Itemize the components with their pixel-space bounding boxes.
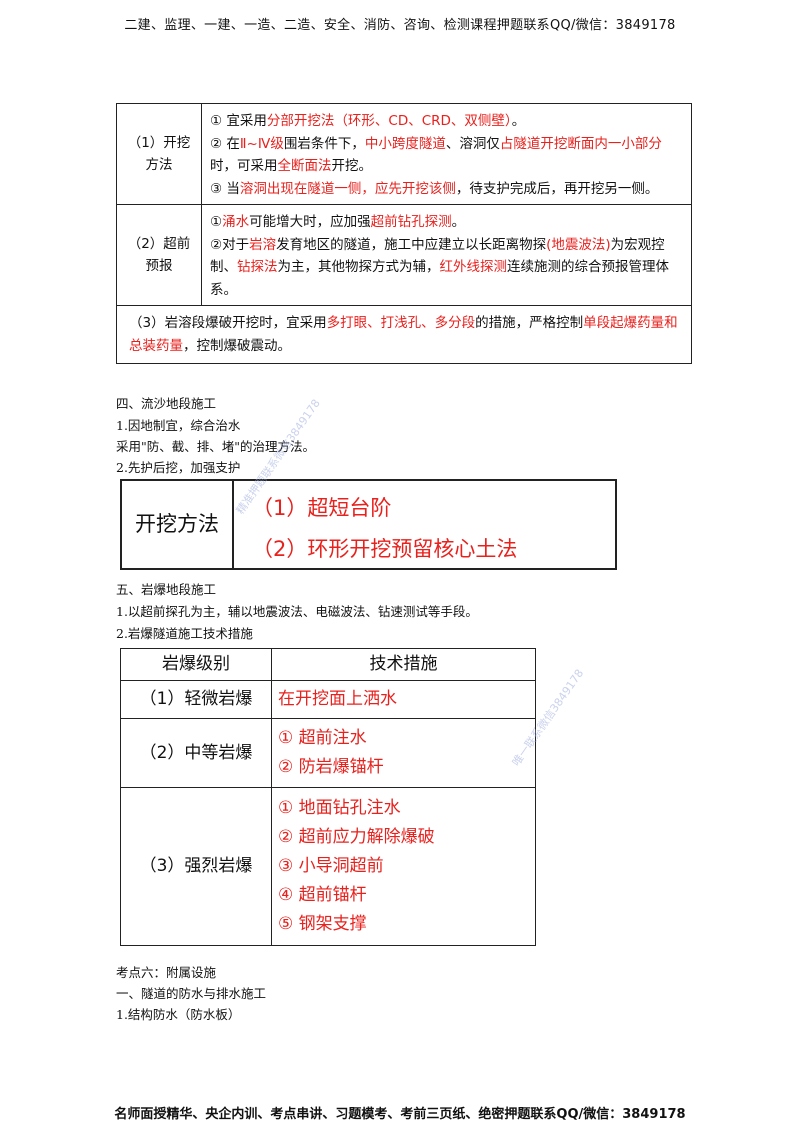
- content-line: ③ 当溶洞出现在隧道一侧，应先开挖该侧，待支护完成后，再开挖另一侧。: [210, 180, 659, 197]
- row-content: ①涌水可能增大时，应加强超前钻孔探测。 ②对于岩溶发育地区的隧道，施工中应建立以…: [201, 204, 692, 306]
- row-label: （2）超前预报: [116, 204, 202, 306]
- column-header: 岩爆级别: [120, 648, 272, 681]
- paragraph: 1.因地制宜，综合治水: [116, 418, 241, 433]
- row-content: ① 宜采用分部开挖法（环形、CD、CRD、双侧壁）。 ② 在Ⅱ~Ⅳ级围岩条件下，…: [201, 103, 692, 205]
- table-row: （3）岩溶段爆破开挖时，宜采用多打眼、打浅孔、多分段的措施，严格控制单段起爆药量…: [116, 305, 692, 364]
- level-cell: （3）强烈岩爆: [120, 787, 272, 946]
- section-title: 五、岩爆地段施工: [116, 582, 217, 597]
- paragraph: 1.以超前探孔为主，辅以地震波法、电磁波法、钻速测试等手段。: [116, 604, 478, 619]
- section-title: 四、流沙地段施工: [116, 396, 217, 411]
- content-line: ①涌水可能增大时，应加强超前钻孔探测。: [210, 214, 466, 230]
- content-line: ① 宜采用分部开挖法（环形、CD、CRD、双侧壁）。: [210, 113, 526, 129]
- box-label: 开挖方法: [122, 481, 234, 568]
- table-row: （1）轻微岩爆 在开挖面上洒水: [120, 680, 536, 719]
- content-line: ②对于岩溶发育地区的隧道，施工中应建立以长距离物探(地震波法)为宏观控制、钻探法…: [210, 236, 669, 298]
- paragraph: 2.岩爆隧道施工技术措施: [116, 626, 253, 641]
- table-row: （3）强烈岩爆 ① 地面钻孔注水 ② 超前应力解除爆破 ③ 小导洞超前 ④ 超前…: [120, 787, 536, 946]
- karst-table: （1）开挖方法 ① 宜采用分部开挖法（环形、CD、CRD、双侧壁）。 ② 在Ⅱ~…: [116, 103, 692, 364]
- row-label: （1）开挖方法: [116, 103, 202, 205]
- measure-cell: 在开挖面上洒水: [271, 680, 536, 719]
- paragraph: 采用"防、截、排、堵"的治理方法。: [116, 439, 315, 454]
- paragraph: 1.结构防水（防水板）: [116, 1007, 241, 1022]
- page-header: 二建、监理、一建、一造、二造、安全、消防、咨询、检测课程押题联系QQ/微信：38…: [124, 18, 676, 33]
- column-header: 技术措施: [271, 648, 536, 681]
- level-cell: （1）轻微岩爆: [120, 680, 272, 719]
- paragraph: 一、隧道的防水与排水施工: [116, 986, 267, 1001]
- measure-cell: ① 地面钻孔注水 ② 超前应力解除爆破 ③ 小导洞超前 ④ 超前锚杆 ⑤ 钢架支…: [271, 787, 536, 946]
- rockburst-table: 岩爆级别 技术措施 （1）轻微岩爆 在开挖面上洒水 （2）中等岩爆 ① 超前注水…: [120, 648, 536, 946]
- method-option: （2）环形开挖预留核心土法: [252, 537, 518, 561]
- page-footer: 名师面授精华、央企内训、考点串讲、习题模考、考前三页纸、绝密押题联系QQ/微信：…: [114, 1107, 686, 1122]
- row-content: （3）岩溶段爆破开挖时，宜采用多打眼、打浅孔、多分段的措施，严格控制单段起爆药量…: [116, 305, 692, 364]
- excavation-method-box: 开挖方法 （1）超短台阶 （2）环形开挖预留核心土法: [120, 479, 617, 570]
- table-row: （1）开挖方法 ① 宜采用分部开挖法（环形、CD、CRD、双侧壁）。 ② 在Ⅱ~…: [116, 103, 692, 205]
- table-header-row: 岩爆级别 技术措施: [120, 648, 536, 681]
- table-row: （2）中等岩爆 ① 超前注水 ② 防岩爆锚杆: [120, 718, 536, 788]
- level-cell: （2）中等岩爆: [120, 718, 272, 788]
- table-row: （2）超前预报 ①涌水可能增大时，应加强超前钻孔探测。 ②对于岩溶发育地区的隧道…: [116, 204, 692, 306]
- section-title: 考点六：附属设施: [116, 965, 217, 980]
- paragraph: 2.先护后挖，加强支护: [116, 460, 241, 475]
- measure-cell: ① 超前注水 ② 防岩爆锚杆: [271, 718, 536, 788]
- content-line: ② 在Ⅱ~Ⅳ级围岩条件下，中小跨度隧道、溶洞仅占隧道开挖断面内一小部分时，可采用…: [210, 135, 662, 175]
- method-option: （1）超短台阶: [252, 496, 392, 520]
